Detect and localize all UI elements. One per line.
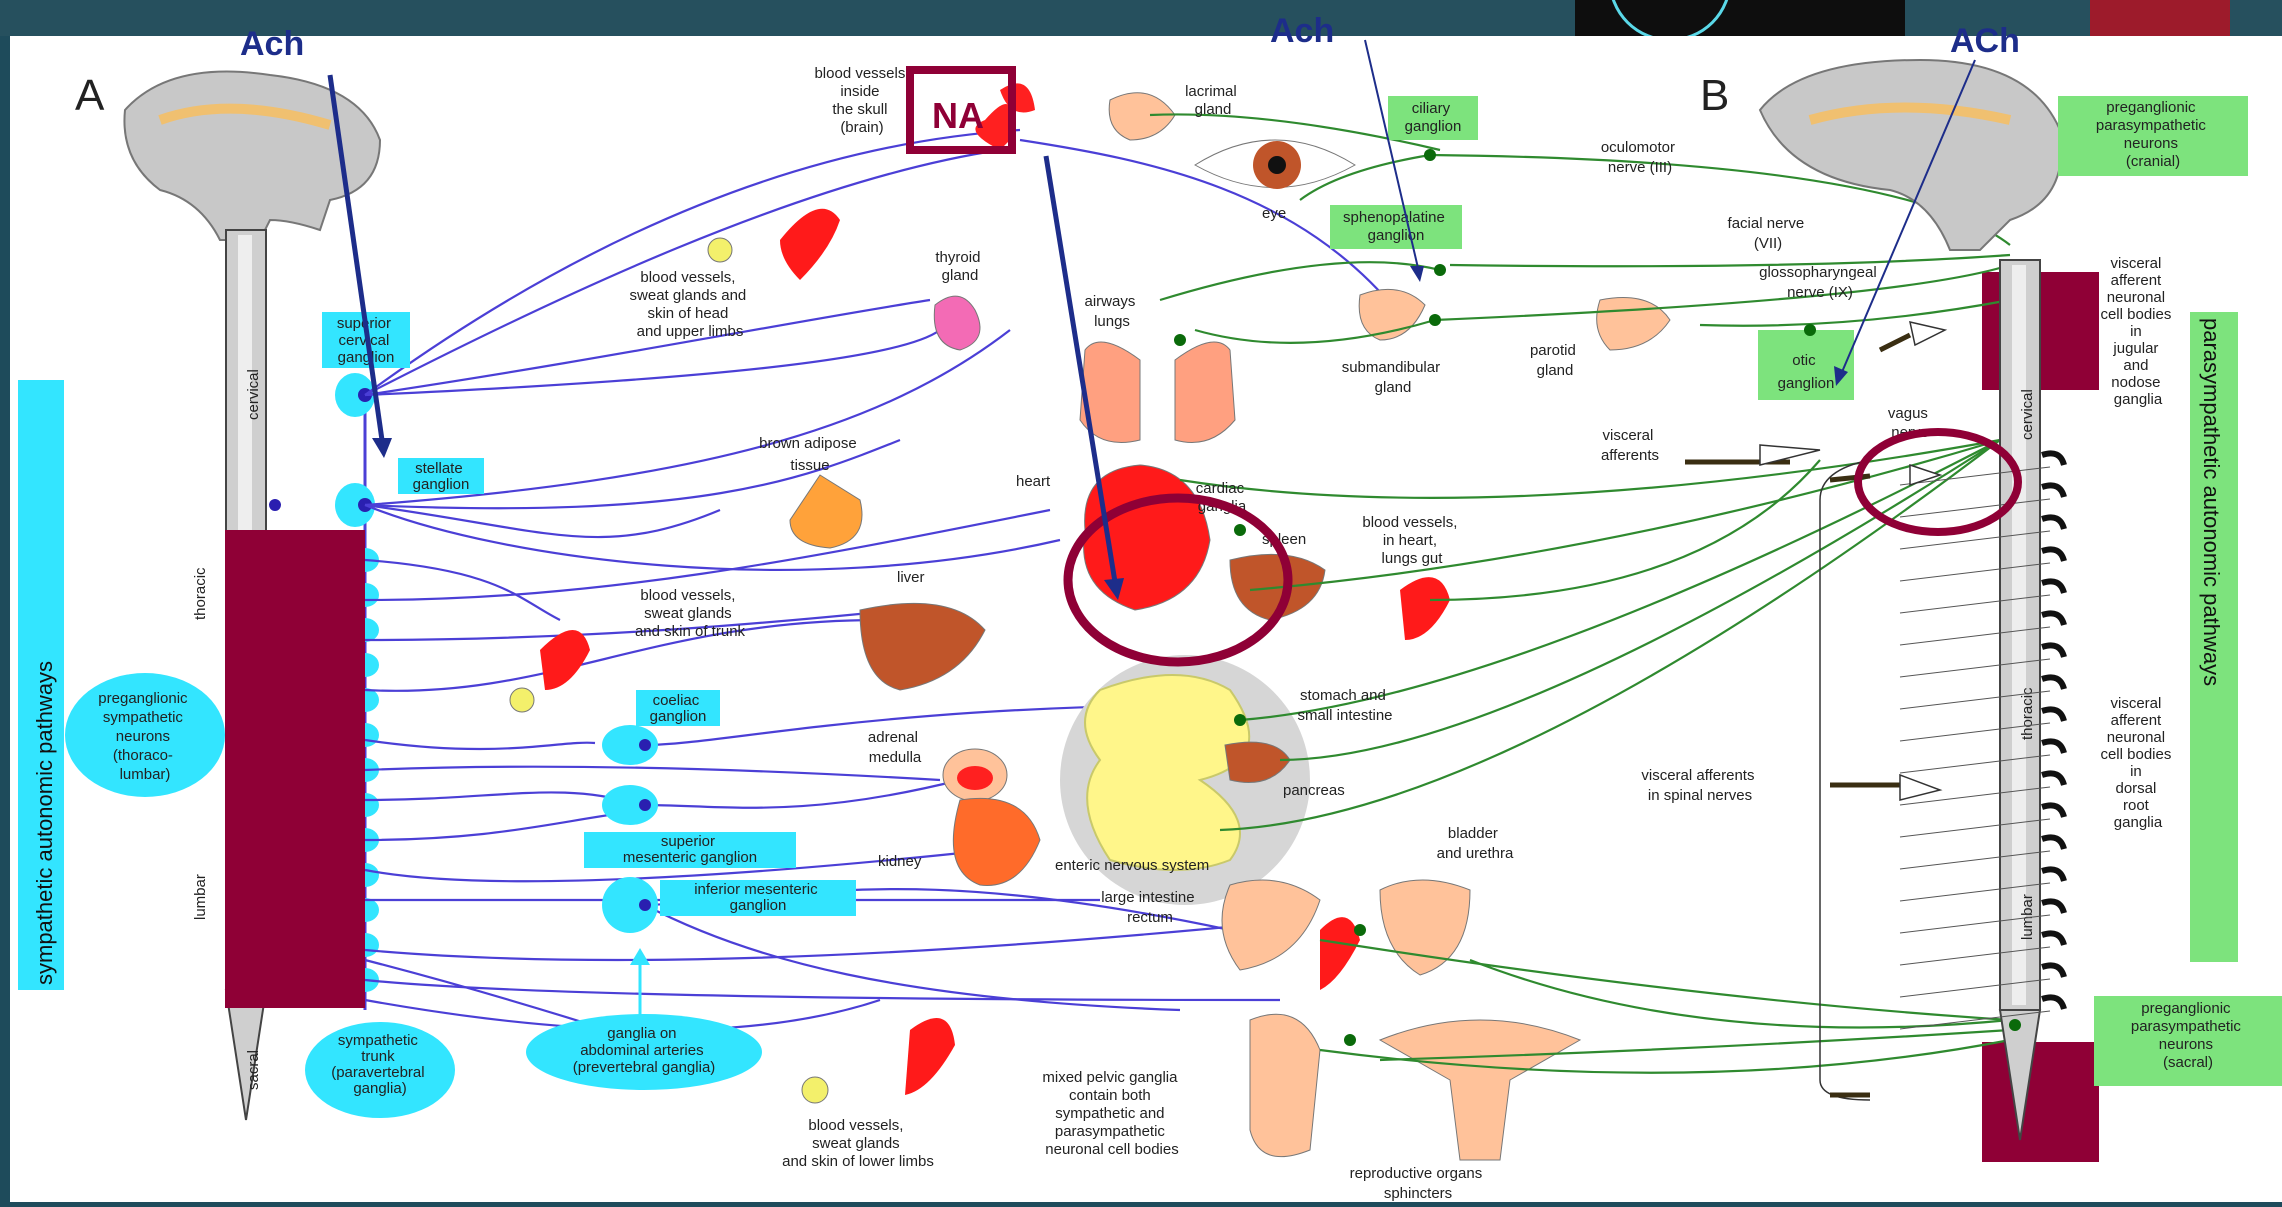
panel-a-letter: A: [75, 71, 105, 120]
mixed-pelvic-label: mixed pelvic ganglia contain both sympat…: [1042, 1069, 1181, 1158]
region-lumbar-a: lumbar: [192, 874, 209, 920]
liver-label: liver: [897, 569, 925, 586]
coeliac-label: coeliac ganglion: [650, 692, 707, 725]
region-cervical-a: cervical: [245, 369, 262, 420]
region-sacral-a: sacral: [245, 1050, 262, 1090]
enteric-label: enteric nervous system: [1055, 857, 1209, 874]
spinal-cord-b-core: [2012, 265, 2026, 1005]
region-thoracic-a: thoracic: [192, 567, 209, 620]
vessels-trunk-label: blood vessels, sweat glands and skin of …: [635, 587, 746, 640]
ach-top-label: Ach: [1270, 12, 1334, 50]
ach-left-label: Ach: [240, 25, 304, 63]
sympathetic-side-label: sympathetic autonomic pathways: [32, 661, 57, 985]
organ-lung-right: [1175, 342, 1235, 443]
organ-eye-pupil: [1268, 156, 1286, 174]
mask-thoracolumbar: [225, 530, 365, 1008]
ach-right-label: ACh: [1950, 22, 2020, 60]
thyroid-label: thyroid gland: [935, 249, 984, 284]
vessels-head-label: blood vessels, sweat glands and skin of …: [630, 269, 751, 340]
stellate-label: stellate ganglion: [413, 460, 470, 493]
organ-lower-gland: [802, 1077, 828, 1103]
parasympathetic-side-label: parasympathetic autonomic pathways: [2199, 318, 2224, 686]
region-cervical-b: cervical: [2019, 389, 2036, 440]
na-label: NA: [932, 95, 984, 136]
title-bar-red-block: [2090, 0, 2230, 36]
pancreas-label: pancreas: [1283, 782, 1345, 799]
organ-adrenal-medulla: [957, 766, 993, 790]
kidney-label: kidney: [878, 853, 922, 870]
heart-label: heart: [1016, 473, 1051, 490]
ciliary-label: ciliary ganglion: [1405, 100, 1462, 135]
region-thoracic-b: thoracic: [2019, 687, 2036, 740]
title-bar: [0, 0, 2282, 36]
panel-b-letter: B: [1700, 71, 1729, 120]
mask-sacral-b: [1982, 1042, 2099, 1162]
organ-reproductive-male: [1250, 1014, 1320, 1156]
eye-label: eye: [1262, 205, 1286, 222]
